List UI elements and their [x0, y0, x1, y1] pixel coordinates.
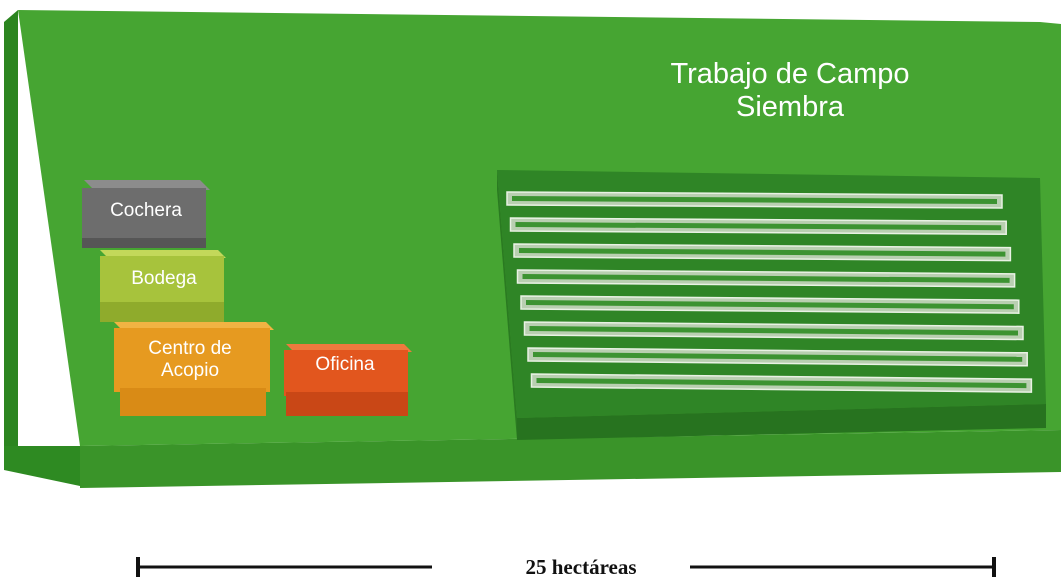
building-oficina [284, 344, 412, 416]
label-centro-acopio: Centro de Acopio [120, 338, 260, 382]
crop-row-furrow [515, 222, 1002, 231]
crop-row-furrow [519, 248, 1006, 257]
label-oficina-line1: Oficina [315, 354, 375, 375]
label-oficina: Oficina [286, 354, 404, 376]
field-front-edge [80, 430, 1061, 488]
label-cochera: Cochera [86, 200, 206, 222]
plot-side [497, 170, 517, 440]
field-title: Trabajo de Campo Siembra [600, 58, 980, 125]
scale-bar [136, 557, 996, 577]
oficina-body [284, 350, 408, 396]
crop-row-furrow [522, 274, 1010, 283]
crop-row-furrow [533, 352, 1023, 362]
label-centro-line1: Centro de [148, 338, 232, 359]
crop-row-furrow [512, 196, 997, 204]
label-bodega: Bodega [106, 268, 222, 290]
field-title-line2: Siembra [736, 91, 844, 124]
label-cochera-line1: Cochera [110, 200, 182, 221]
crop-plot [497, 170, 1046, 440]
crop-row-furrow [529, 326, 1018, 336]
cochera-base [82, 238, 206, 248]
building-bodega [100, 250, 226, 322]
oficina-base [286, 392, 408, 416]
bodega-base [100, 302, 224, 322]
building-cochera [82, 180, 210, 248]
crop-row-furrow [526, 300, 1014, 310]
centro-body [114, 328, 270, 392]
plot-front [517, 404, 1046, 440]
centro-base [120, 388, 266, 416]
scale-label: 25 hectáreas [525, 555, 637, 579]
field-left-front [4, 446, 80, 486]
field-title-line1: Trabajo de Campo [670, 58, 910, 90]
label-bodega-line1: Bodega [131, 268, 197, 289]
crop-rows [506, 191, 1033, 393]
bodega-body [100, 256, 224, 306]
crop-row-furrow [536, 378, 1027, 389]
field-left-side [4, 10, 18, 446]
label-centro-line2: Acopio [160, 359, 220, 381]
cochera-body [82, 188, 206, 242]
cochera-roof [84, 180, 210, 190]
building-centro-acopio [114, 322, 274, 416]
